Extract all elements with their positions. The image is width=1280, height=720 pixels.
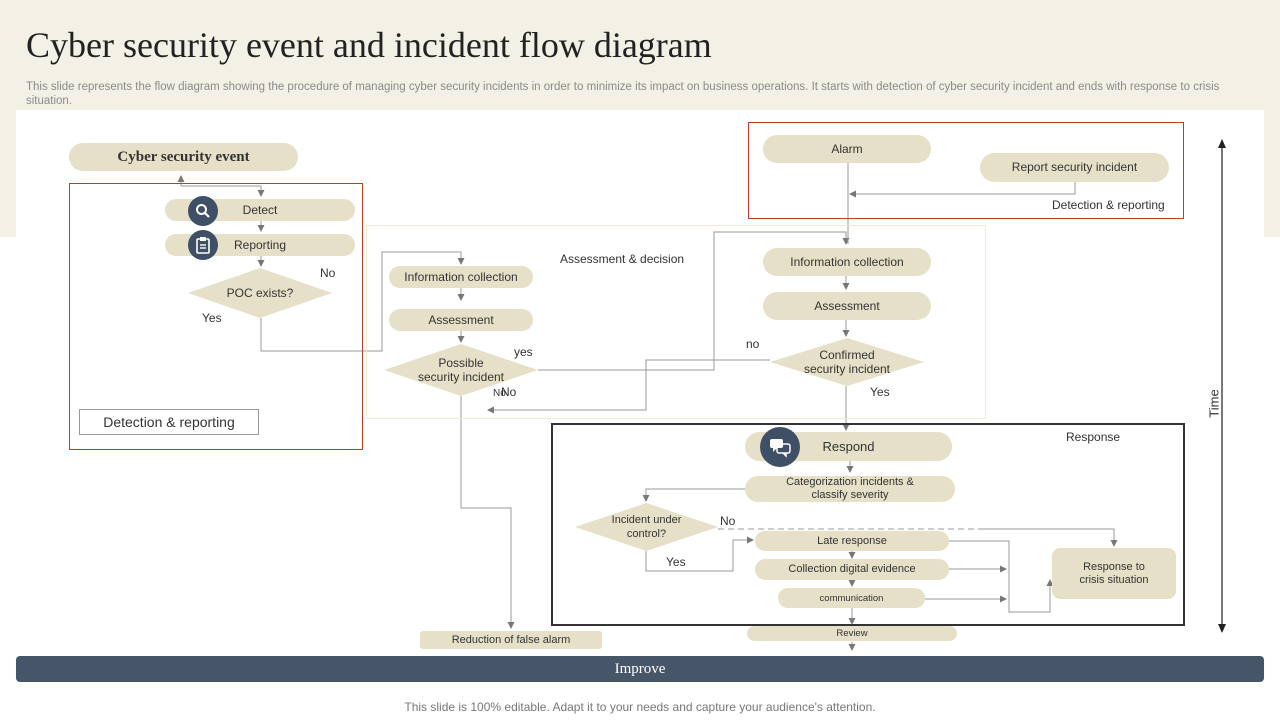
improve-label: Improve	[614, 660, 666, 677]
categorization-node: Categorization incidents & classify seve…	[745, 476, 955, 502]
magnifier-icon	[188, 196, 218, 226]
possible-yes-label: yes	[514, 345, 533, 359]
reporting-label: Reporting	[233, 237, 287, 252]
possible-no-label: No	[501, 385, 517, 399]
detect-label: Detect	[242, 202, 278, 217]
late-response-node: Late response	[755, 531, 949, 551]
detection-section-box	[69, 183, 363, 450]
under-control-yes-label: Yes	[666, 555, 686, 569]
time-axis-label: Time	[1206, 389, 1222, 418]
possible-incident-label: Possible security incident	[417, 356, 505, 384]
report-security-incident-node: Report security incident	[980, 153, 1169, 182]
poc-exists-decision: POC exists?	[188, 268, 332, 318]
review-node: Review	[747, 626, 957, 641]
poc-exists-label: POC exists?	[226, 286, 294, 300]
possible-no-label-2: No	[493, 388, 506, 399]
page-subtitle: This slide represents the flow diagram s…	[26, 81, 1220, 107]
response-section-box	[551, 423, 1185, 626]
footer-note: This slide is 100% editable. Adapt it to…	[404, 700, 876, 714]
response-heading: Response	[1066, 430, 1121, 444]
chat-bubbles-icon	[760, 427, 800, 467]
assessment-node-1: Assessment	[389, 309, 533, 331]
confirmed-incident-decision: Confirmed security incident	[770, 338, 924, 386]
confirmed-yes-label: Yes	[870, 385, 890, 399]
crisis-response-node: Response to crisis situation	[1052, 548, 1176, 599]
info-collection-node-1: Information collection	[389, 266, 533, 288]
assessment-section-box	[366, 225, 986, 419]
communication-node: communication	[778, 588, 925, 608]
under-control-no-label: No	[720, 514, 736, 528]
clipboard-icon	[188, 230, 218, 260]
top-detection-section-box	[748, 122, 1184, 219]
confirmed-no-label: no	[746, 337, 760, 351]
improve-bar: Improve	[16, 656, 1264, 682]
info-collection-node-2: Information collection	[763, 248, 931, 276]
cyber-security-event-node: Cyber security event	[69, 143, 298, 171]
poc-no-label: No	[320, 266, 336, 280]
top-detection-reporting-label: Detection & reporting	[1052, 198, 1165, 212]
poc-yes-label: Yes	[202, 311, 222, 325]
categorization-label: Categorization incidents & classify seve…	[786, 476, 914, 501]
assessment-node-2: Assessment	[763, 292, 931, 320]
false-alarm-node: Reduction of false alarm	[420, 631, 602, 649]
under-control-decision: Incident under control?	[575, 503, 718, 551]
detection-reporting-label-box: Detection & reporting	[79, 409, 259, 435]
confirmed-incident-label: Confirmed security incident	[803, 348, 891, 376]
under-control-label: Incident under control?	[611, 514, 682, 540]
assessment-heading: Assessment & decision	[560, 252, 685, 266]
page-title: Cyber security event and incident flow d…	[26, 25, 712, 65]
possible-incident-decision: Possible security incident	[384, 344, 538, 396]
alarm-node: Alarm	[763, 135, 931, 163]
crisis-response-label: Response to crisis situation	[1079, 560, 1149, 586]
digital-evidence-node: Collection digital evidence	[755, 559, 949, 580]
